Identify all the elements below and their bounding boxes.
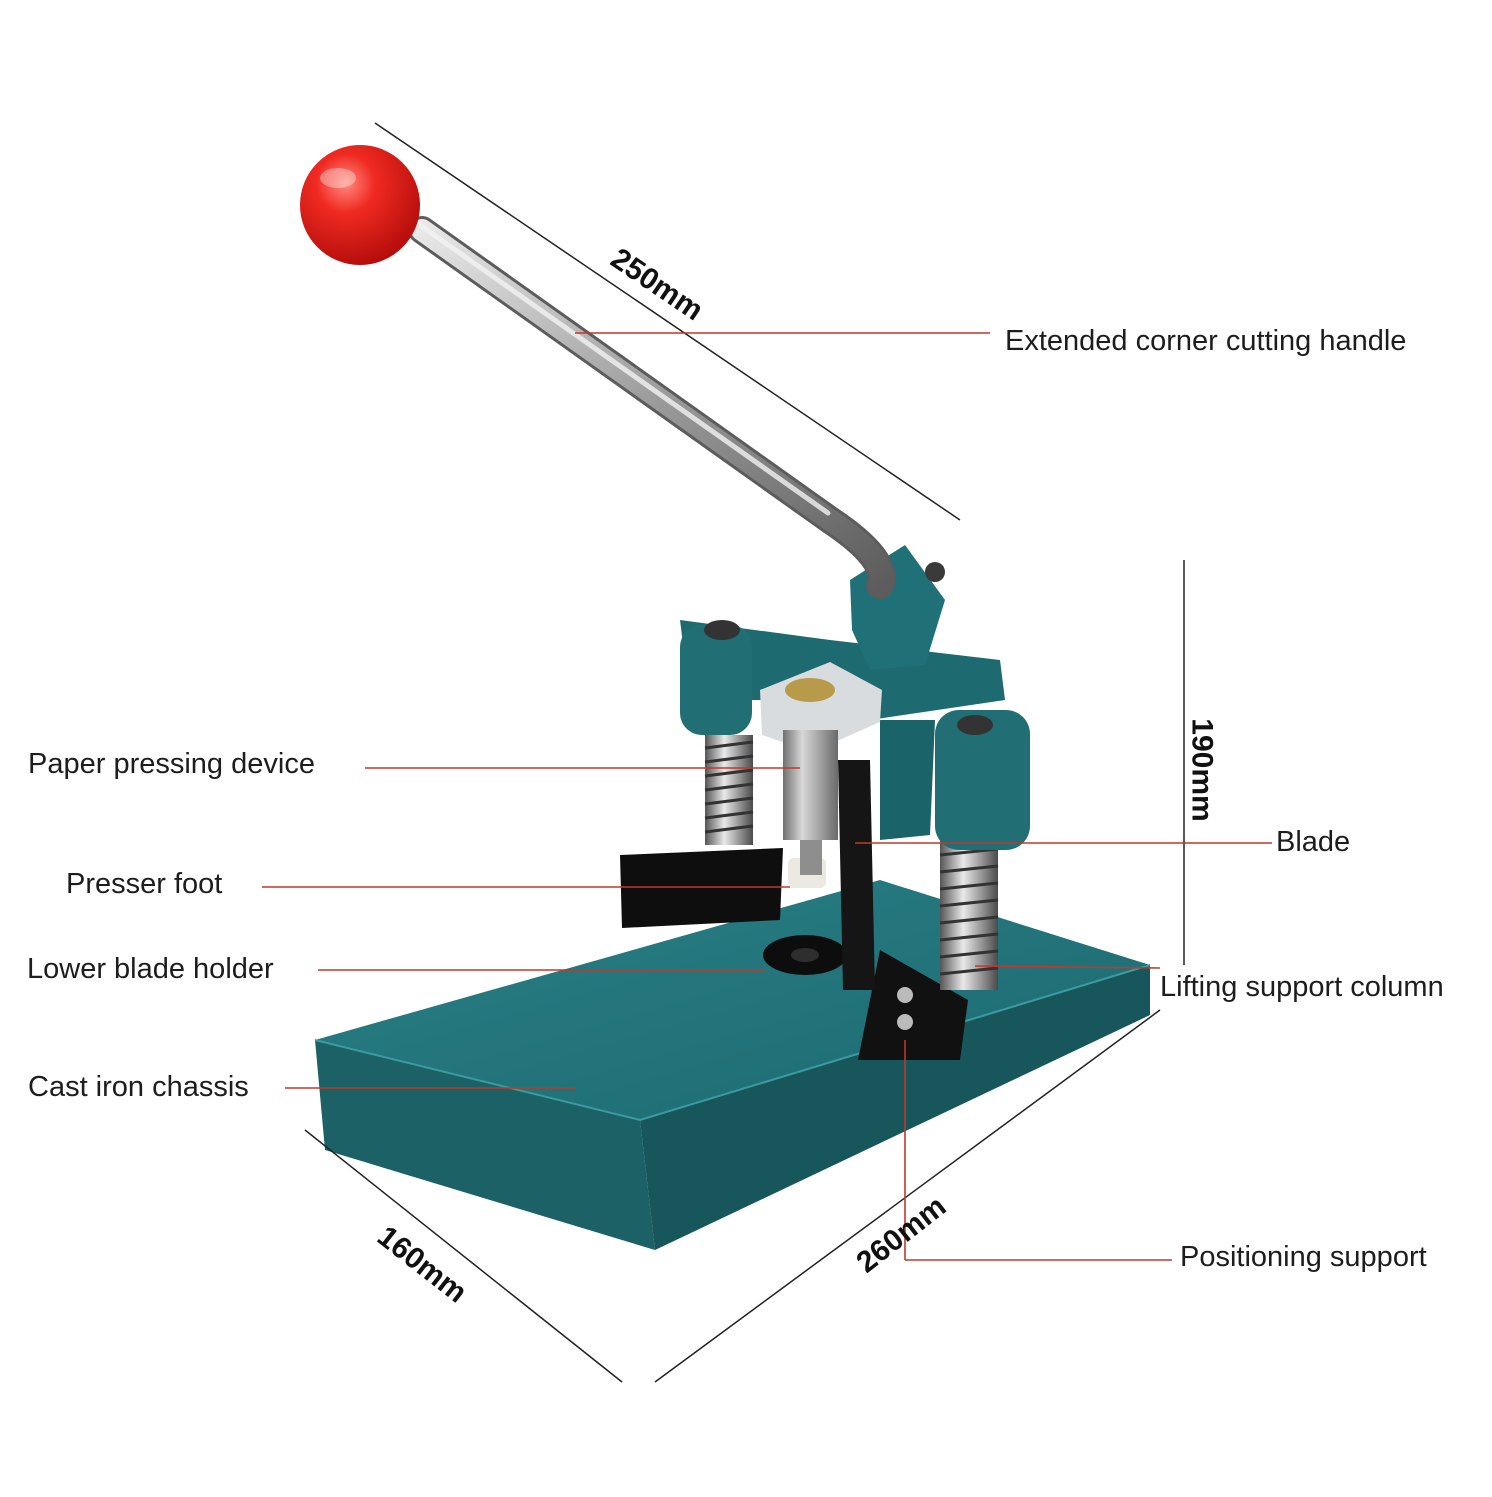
blade-frame [838,760,875,990]
extended-handle [408,216,896,599]
callout-lines [262,332,1272,1261]
label-presser-foot: Presser foot [66,868,223,900]
red-knob [300,145,420,265]
left-spring [704,735,754,845]
dimension-lines [304,122,1185,1383]
paper-pressing-device [760,662,882,875]
label-blade: Blade [1276,826,1351,858]
lifting-support-column [939,840,999,990]
label-lifting-support-column: Lifting support column [1160,971,1444,1003]
leader-lifting-column [974,965,1161,969]
positioning-support [858,950,968,1060]
dimension-height: 190mm [1185,718,1219,822]
label-paper-pressing-device: Paper pressing device [28,748,315,780]
dimension-line-width [654,1009,1161,1383]
label-cast-iron-chassis: Cast iron chassis [28,1071,249,1103]
cast-iron-chassis [314,880,1151,1250]
label-extended-handle: Extended corner cutting handle [1005,325,1407,357]
dimension-line-depth [304,1129,623,1383]
dimension-line-handle [374,122,961,521]
label-positioning-support: Positioning support [1180,1241,1427,1273]
lower-blade-holder [763,935,847,975]
label-lower-blade-holder: Lower blade holder [27,953,274,985]
